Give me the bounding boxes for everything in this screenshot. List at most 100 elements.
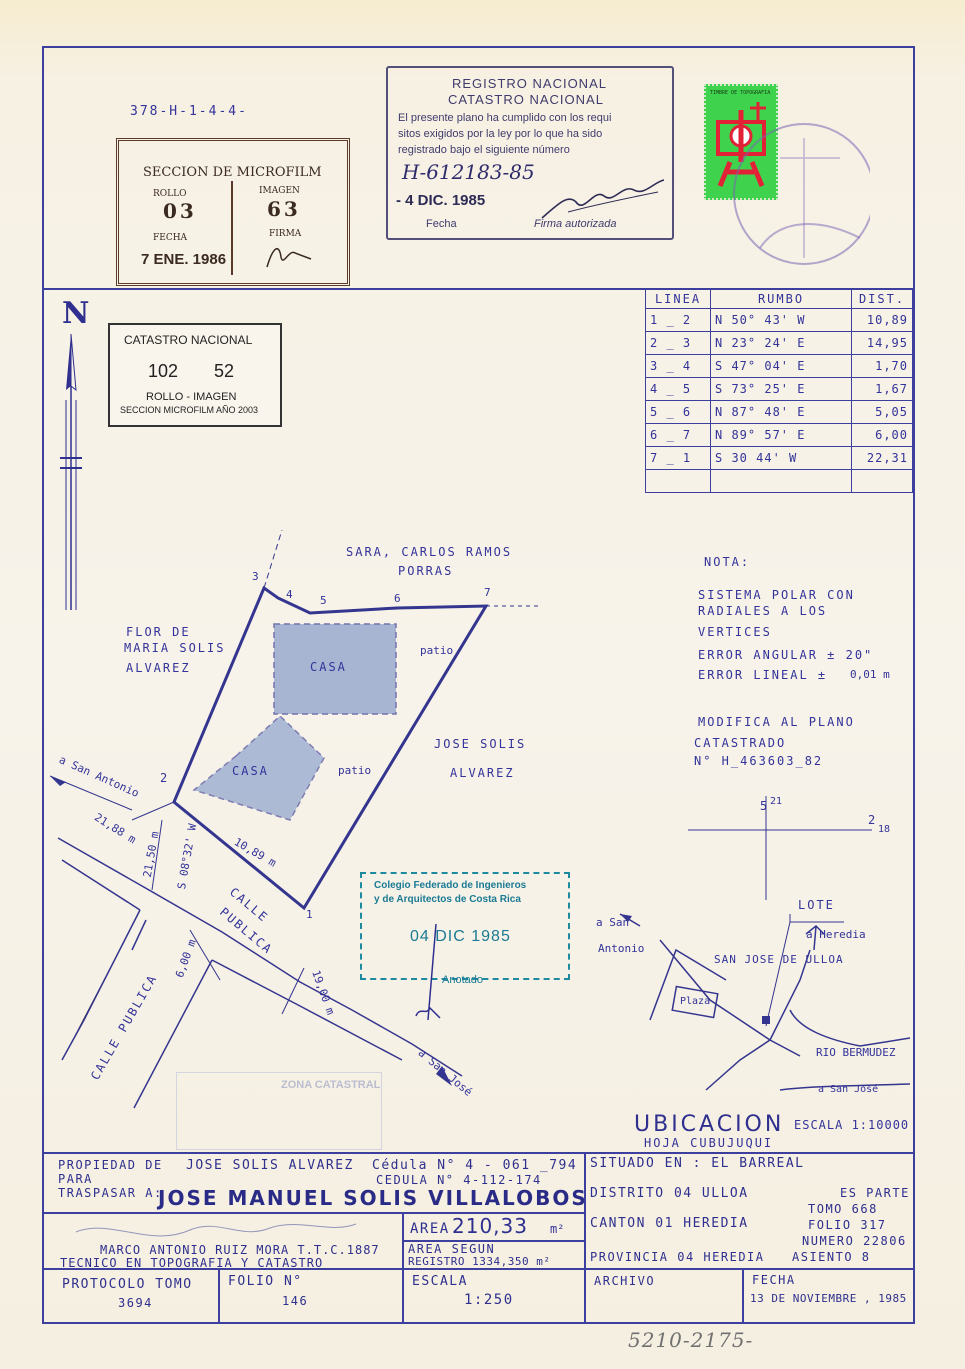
rumbo-dist: 5,05 <box>851 400 913 424</box>
zona-catastral-stamp: ZONA CATASTRAL <box>176 1072 382 1150</box>
area-segun: AREA SEGUN <box>408 1242 496 1256</box>
rumbo-dist: 6,00 <box>851 423 913 447</box>
dim-line <box>281 967 305 1015</box>
ubicacion-san-jose-ulloa: SAN JOSE DE ULLOA <box>714 953 844 966</box>
numero: NUMERO 22806 <box>802 1234 907 1248</box>
registro-fecha: - 4 DIC. 1985 <box>396 192 486 209</box>
rumbo-linea: 2 _ 3 <box>645 331 711 355</box>
rumbo-empty-cell <box>851 469 913 493</box>
asiento: ASIENTO 8 <box>792 1250 871 1264</box>
patio-2-label: patio <box>338 764 372 777</box>
grid-21: 21 <box>770 796 782 807</box>
folio: FOLIO 317 <box>808 1218 887 1232</box>
patio-1-label: patio <box>420 644 454 657</box>
microfilm-imagen: 63 <box>267 197 301 221</box>
street-line <box>61 909 141 1061</box>
area-divider <box>402 1240 584 1242</box>
rumbo-linea: 5 _ 6 <box>645 400 711 424</box>
north-owner-1: SARA, CARLOS RAMOS <box>346 545 513 559</box>
extension-line <box>263 529 283 589</box>
registro-signature <box>541 179 665 219</box>
ubicacion-heredia: a Heredia <box>806 928 866 941</box>
casa-2-shape <box>192 714 325 821</box>
catastro-rollo: 102 <box>148 361 179 381</box>
registro-stamp: REGISTRO NACIONAL CATASTRO NACIONAL El p… <box>386 66 674 240</box>
microfilm-signature <box>266 247 312 268</box>
header-divider <box>42 288 915 290</box>
colegio-signature <box>415 923 441 1021</box>
rumbo-dist: 1,70 <box>851 354 913 378</box>
fecha-label: FECHA <box>752 1273 796 1287</box>
distrito: DISTRITO 04 ULLOA <box>590 1186 749 1201</box>
map-road <box>659 939 801 1057</box>
nota-line-3: VERTICES <box>698 625 772 639</box>
footer-vdiv-2 <box>402 1212 404 1324</box>
map-road <box>705 949 811 1091</box>
street-line <box>133 959 213 1109</box>
propiedad-label: PROPIEDAD DE <box>58 1158 163 1172</box>
nota-line-8: N° H_463603_82 <box>694 754 824 768</box>
area-value: 210,33 <box>452 1214 528 1238</box>
tecnico-1: MARCO ANTONIO RUIZ MORA T.T.C.1887 <box>100 1243 380 1257</box>
nota-line-7: CATASTRADO <box>694 736 787 750</box>
rumbo-linea: 3 _ 4 <box>645 354 711 378</box>
registro-line2: CATASTRO NACIONAL <box>448 92 604 107</box>
vertex-5: 5 <box>320 594 327 607</box>
microfilm-rollo-label: ROLLO <box>153 189 187 199</box>
circular-seal <box>733 123 870 265</box>
escala-value: 1:250 <box>464 1292 514 1308</box>
grid-5: 5 <box>760 799 767 813</box>
ubicacion-title: UBICACION <box>634 1112 785 1137</box>
vertex-1: 1 <box>306 908 313 921</box>
rumbo-value: N 87° 48' E <box>710 400 852 424</box>
east-owner-1: JOSE SOLIS <box>434 737 527 751</box>
cedula-1: Cédula N° 4 - 061 _794 <box>372 1158 578 1173</box>
para-label: PARA <box>58 1172 93 1186</box>
ubicacion-san-antonio-1: a San <box>596 916 630 929</box>
nota-line-5b: 0,01 m <box>850 668 890 681</box>
es-parte: ES PARTE <box>840 1186 910 1200</box>
footer-top-divider <box>42 1152 915 1154</box>
tomo: TOMO 668 <box>808 1202 878 1216</box>
registro-body3: registrado bajo el siguiente número <box>398 144 570 156</box>
zona-catastral-text: ZONA CATASTRAL <box>281 1079 381 1091</box>
rumbo-linea: 4 _ 5 <box>645 377 711 401</box>
registro-body1: El presente plano ha cumplido con los re… <box>398 112 612 124</box>
vertex-7: 7 <box>484 586 491 599</box>
colegio-line-1: Colegio Federado de Ingenieros <box>374 880 527 891</box>
canton: CANTON 01 HEREDIA <box>590 1216 749 1231</box>
dim-line <box>189 929 221 981</box>
plan-frame <box>42 46 915 1324</box>
north-label: N <box>62 296 90 331</box>
registro-firma-label: Firma autorizada <box>534 218 617 230</box>
colegio-line-2: y de Arquitectos de Costa Rica <box>374 894 521 905</box>
arrow-icon <box>805 924 825 951</box>
protocolo-value: 3694 <box>118 1296 153 1310</box>
folio-value: 146 <box>282 1294 309 1308</box>
cedula-2: CEDULA N° 4-112-174 <box>376 1173 542 1187</box>
nota-line-1: SISTEMA POLAR CON <box>698 588 855 602</box>
archivo-label: ARCHIVO <box>594 1274 656 1288</box>
grid-18: 18 <box>878 824 890 835</box>
west-owner-1: FLOR DE <box>126 625 191 639</box>
rumbo-dist: 1,67 <box>851 377 913 401</box>
ubicacion-rio: RIO BERMUDEZ <box>816 1046 896 1059</box>
rumbo-linea: 6 _ 7 <box>645 423 711 447</box>
rumbo-value: S 73° 25' E <box>710 377 852 401</box>
north-owner-2: PORRAS <box>398 564 454 578</box>
west-owner-3: ALVAREZ <box>126 661 191 675</box>
rumbo-value: N 50° 43' W <box>710 308 852 332</box>
ubicacion-plaza: Plaza <box>680 996 711 1007</box>
rumbo-linea: 1 _ 2 <box>645 308 711 332</box>
escala-label: ESCALA <box>412 1274 468 1289</box>
microfilm-rollo: 03 <box>163 199 197 223</box>
footer-vdiv-4 <box>742 1268 744 1324</box>
nota-line-5: ERROR LINEAL ± <box>698 668 828 682</box>
situado: SITUADO EN : EL BARREAL <box>590 1156 805 1171</box>
